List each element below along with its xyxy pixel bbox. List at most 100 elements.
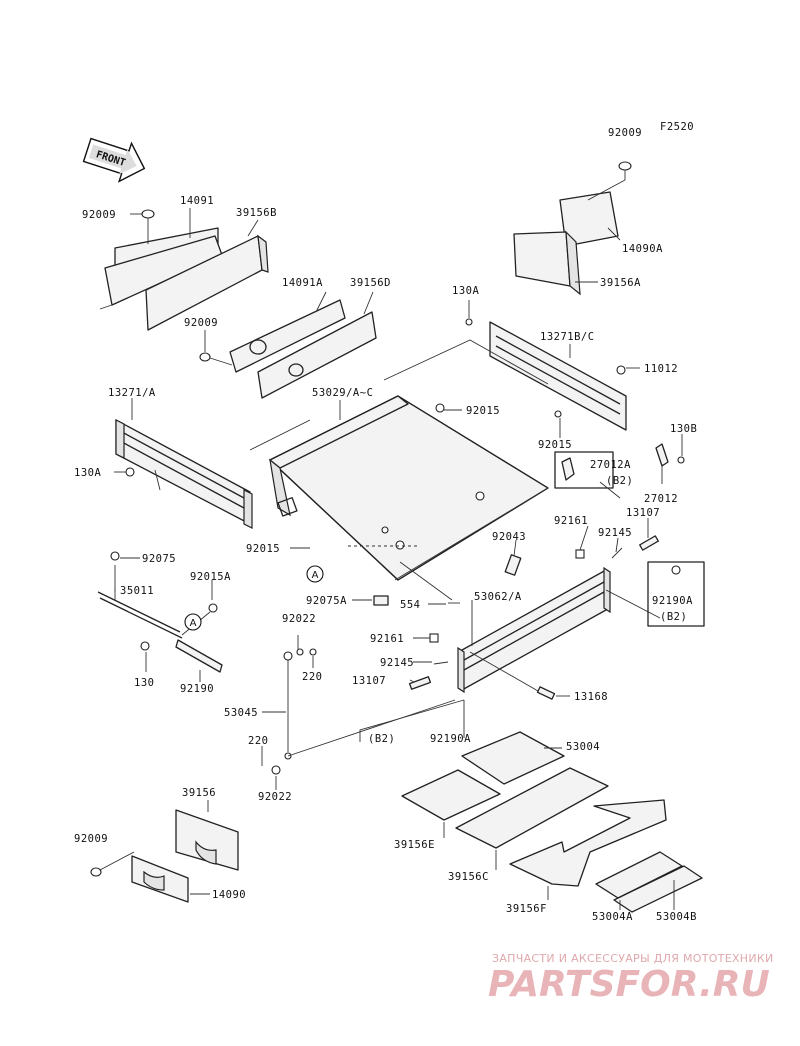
- callout-130B: 130B: [670, 423, 697, 435]
- callout-39156B: 39156B: [236, 207, 277, 219]
- callout-92190A-b: 92190A: [430, 733, 471, 745]
- callout-53004: 53004: [566, 741, 600, 753]
- callout-92022-a: 92022: [282, 613, 316, 625]
- callout-92075: 92075: [142, 553, 176, 565]
- mat-53004A: [595, 851, 683, 899]
- callout-53062A: 53062/A: [474, 591, 522, 603]
- callout-92161-b: 92161: [370, 633, 404, 645]
- callout-27012A: 27012A: [590, 459, 631, 471]
- hinge-bracket-27012: [655, 443, 685, 484]
- callout-53045: 53045: [224, 707, 258, 719]
- callout-13168: 13168: [574, 691, 608, 703]
- callout-220-a: 220: [302, 671, 322, 683]
- callout-130A-top: 130A: [452, 285, 479, 297]
- cover-pad-39156A: [513, 230, 581, 296]
- mat-53004: [401, 731, 565, 821]
- callout-92161-a: 92161: [554, 515, 588, 527]
- svg-text:A: A: [190, 618, 197, 629]
- callout-92022-b: 92022: [258, 791, 292, 803]
- rod-13168: [469, 651, 556, 700]
- latch-spring-92145: [433, 547, 623, 665]
- callout-92009-left: 92009: [82, 209, 116, 221]
- callout-92190A-b2: (B2): [660, 611, 687, 623]
- side-gate-13271A: [115, 419, 311, 529]
- callout-39156E: 39156E: [394, 839, 435, 851]
- mat-39156C: [455, 767, 609, 849]
- callout-39156: 39156: [182, 787, 216, 799]
- callout-92015-c: 92015: [246, 543, 280, 555]
- callout-92015-a: 92015: [466, 405, 500, 417]
- callout-14090A: 14090A: [622, 243, 663, 255]
- watermark-brand: PARTSFOR.RU: [488, 964, 770, 1005]
- bolt-92009-mid: [199, 352, 211, 362]
- callout-b2: (B2): [368, 733, 395, 745]
- callout-11012: 11012: [644, 363, 678, 375]
- callout-13271A: 13271/A: [108, 387, 156, 399]
- mat-53004B: [613, 865, 703, 913]
- callout-92043: 92043: [492, 531, 526, 543]
- b2-frame-small: [359, 699, 465, 742]
- side-guard-14091: [99, 227, 223, 310]
- callout-130: 130: [134, 677, 154, 689]
- callout-92009-top: 92009: [608, 127, 642, 139]
- callout-53029: 53029/A~C: [312, 387, 373, 399]
- hinge-bracket-27012A: [554, 451, 614, 489]
- callout-35011: 35011: [120, 585, 154, 597]
- bolt-92009-left: [141, 209, 155, 244]
- cover-pad-39156B: [145, 234, 269, 331]
- callout-39156F: 39156F: [506, 903, 547, 915]
- callout-92145-b: 92145: [380, 657, 414, 669]
- svg-text:A: A: [312, 570, 319, 581]
- pin-554: [399, 561, 460, 604]
- tailgate-53062A: [457, 566, 661, 694]
- callout-92190A-a: 92190A: [652, 595, 693, 607]
- b2-frame-92190A: [647, 561, 705, 627]
- mat-39156F: [509, 799, 667, 887]
- callout-39156C: 39156C: [448, 871, 489, 883]
- callout-14090: 14090: [212, 889, 246, 901]
- bolt-92043: [504, 554, 522, 576]
- callout-27012A-b2: (B2): [606, 475, 633, 487]
- callout-53004A: 53004A: [592, 911, 633, 923]
- callout-13107-b: 13107: [352, 675, 386, 687]
- bolt-92009-bottom: [90, 867, 102, 877]
- callout-92075A: 92075A: [306, 595, 347, 607]
- cable-53045: [271, 635, 456, 775]
- callout-39156A: 39156A: [600, 277, 641, 289]
- side-guard-14090A: [559, 191, 619, 247]
- rear-gate-13271BC: [435, 318, 627, 431]
- callout-27012: 27012: [644, 493, 678, 505]
- callout-92015-b: 92015: [538, 439, 572, 451]
- callout-92145-a: 92145: [598, 527, 632, 539]
- latch-pin-13107: [408, 535, 659, 690]
- callout-92190: 92190: [180, 683, 214, 695]
- callout-13271BC: 13271B/C: [540, 331, 595, 343]
- rod-assembly-35011: [97, 551, 218, 651]
- front-arrow-icon: FRONT: [82, 137, 146, 183]
- cover-pad-39156: [175, 809, 239, 871]
- clip-92075A: [373, 595, 389, 606]
- callout-554: 554: [400, 599, 420, 611]
- cargo-bed-53029: [269, 339, 549, 581]
- callout-92009-bottom: 92009: [74, 833, 108, 845]
- bolt-92009-top: [587, 161, 632, 201]
- callout-14091A: 14091A: [282, 277, 323, 289]
- callout-13107-a: 13107: [626, 507, 660, 519]
- leader-lines: [114, 208, 683, 910]
- callout-53004B: 53004B: [656, 911, 697, 923]
- side-guard-14091A: [209, 299, 346, 373]
- watermark-subtitle: ЗАПЧАСТИ И АКСЕССУАРЫ ДЛЯ МОТОТЕХНИКИ: [492, 952, 774, 965]
- ref-circle-a-1: A: [306, 565, 324, 583]
- figure-code: F2520: [660, 121, 694, 133]
- callout-92009-mid: 92009: [184, 317, 218, 329]
- callout-130A-left: 130A: [74, 467, 101, 479]
- cover-pad-39156D: [257, 311, 377, 399]
- callout-220-b: 220: [248, 735, 268, 747]
- callout-14091: 14091: [180, 195, 214, 207]
- side-guard-14090: [99, 851, 189, 903]
- callout-39156D: 39156D: [350, 277, 391, 289]
- ref-circle-a-2: A: [184, 613, 202, 631]
- callout-92015A: 92015A: [190, 571, 231, 583]
- pin-92190: [175, 639, 223, 673]
